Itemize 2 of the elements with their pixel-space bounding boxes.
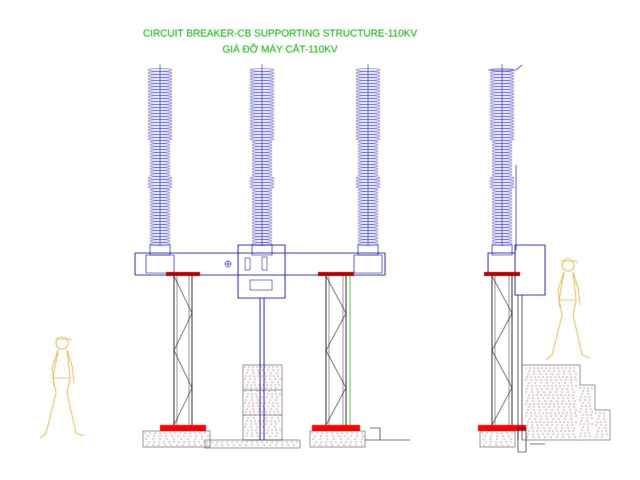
title: CIRCUIT BREAKER-CB SUPPORTING STRUCTURE-110KV <box>143 29 418 37</box>
subtitle: GIÁ ĐỠ MÁY CẮT-110KV <box>222 43 338 53</box>
